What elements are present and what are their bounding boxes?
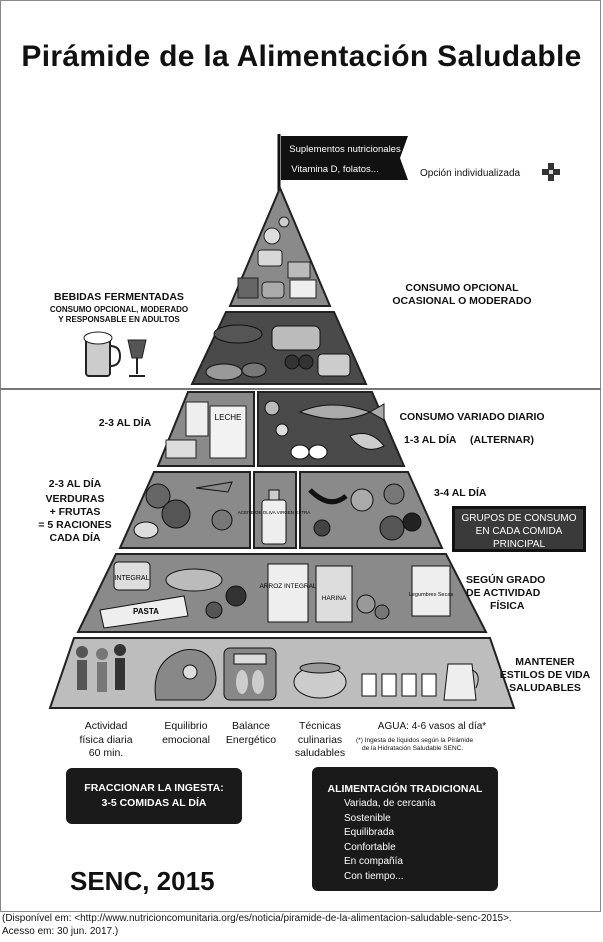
- veg-line5: CADA DÍA: [49, 532, 101, 544]
- tradition-item: Confortable: [344, 841, 396, 853]
- water-note2: de la Hidratación Saludable SENC.: [362, 745, 464, 752]
- flour-label: HARINA: [322, 595, 347, 602]
- caption-activity-l3: 60 min.: [88, 747, 124, 760]
- caption-activity-l1: Actividad: [84, 720, 128, 732]
- dairy-foods-icon: LECHE: [165, 401, 247, 459]
- processed-meats-icon: [205, 324, 351, 381]
- beer-wine-icon: [83, 331, 147, 377]
- tradition-list: Variada, de cercanía Sostenible Equilibr…: [344, 797, 436, 884]
- fruits-icon: [308, 483, 422, 541]
- fraction-line1: FRACCIONAR LA INGESTA:: [84, 782, 224, 794]
- optional-line2: OCASIONAL O MODERADO: [392, 295, 532, 307]
- tradition-item: Equilibrada: [344, 827, 395, 838]
- olive-oil-icon: ACEITE DE OLIVA VIRGEN EXTRA: [238, 489, 310, 545]
- oil-label: ACEITE DE OLIVA VIRGEN EXTRA: [238, 510, 310, 515]
- caption-energy-l2: Energético: [225, 733, 277, 746]
- vegetables-icon: [133, 481, 233, 539]
- activity-line2: DE ACTIVIDAD: [466, 587, 541, 599]
- cooking-pot-icon: [293, 662, 347, 699]
- bread-label: INTEGRAL: [114, 575, 149, 582]
- tradition-box: ALIMENTACIÓN TRADICIONAL Variada, de cer…: [312, 767, 498, 891]
- credit-senc: SENC, 2015: [70, 866, 215, 896]
- optional-line1: CONSUMO OPCIONAL: [405, 282, 519, 294]
- rice-label: ARROZ INTEGRAL: [259, 583, 316, 590]
- caption-emotional: Equilibrio emocional: [148, 720, 224, 747]
- lifestyle-line2: ESTILOS DE VIDA: [499, 669, 591, 681]
- lifestyle-line1: MANTENER: [515, 656, 575, 668]
- brain-gears-icon: [154, 649, 217, 701]
- pasta-label: PASTA: [133, 607, 159, 616]
- dairy-frequency: 2-3 AL DÍA: [98, 417, 152, 429]
- groups-line1: GRUPOS DE CONSUMO: [461, 513, 577, 524]
- caption-cooking-l2: culinarias: [297, 733, 343, 746]
- caption-cooking-l1: Técnicas: [298, 720, 341, 732]
- varied-consumption: CONSUMO VARIADO DIARIO: [399, 411, 545, 423]
- meal-groups-box: GRUPOS DE CONSUMO EN CADA COMIDA PRINCIP…: [452, 506, 586, 552]
- legumes-label: Legumbres Secas: [409, 592, 454, 598]
- source-citation: (Disponível em: <http://www.nutricioncom…: [2, 913, 602, 938]
- fermented-title: BEBIDAS FERMENTADAS: [54, 291, 184, 303]
- caption-energy-l1: Balance: [232, 720, 270, 732]
- water-note1: (*) Ingesta de líquidos según la Pirámid…: [356, 737, 474, 744]
- protein-alternate: (ALTERNAR): [470, 434, 534, 446]
- water-glasses-icon: [361, 663, 479, 701]
- caption-emotional-l2: emocional: [162, 733, 210, 746]
- protein-frequency: 1-3 AL DÍA: [404, 434, 457, 446]
- people-walking-icon: [76, 644, 126, 692]
- caption-activity: Actividad física diaria 60 min.: [66, 720, 146, 761]
- source-line1: (Disponível em: <http://www.nutricioncom…: [2, 913, 512, 924]
- flag-banner: [281, 136, 408, 180]
- source-line2: Acesso em: 30 jun. 2017.): [2, 925, 119, 937]
- groups-line2: EN CADA COMIDA: [475, 526, 563, 537]
- veg-line3: + FRUTAS: [49, 506, 101, 518]
- lifestyle-line3: SALUDABLES: [509, 682, 581, 694]
- water-label: AGUA: 4-6 vasos al día*: [377, 721, 487, 732]
- protein-foods-icon: [264, 400, 385, 460]
- fermented-sub1: CONSUMO OPCIONAL, MODERADO: [49, 305, 189, 314]
- activity-line1: SEGÚN GRADO: [466, 574, 546, 586]
- milk-label: LECHE: [215, 413, 242, 422]
- tradition-item: En compañía: [344, 856, 403, 867]
- flag-line2: Vitamina D, folatos...: [291, 164, 378, 175]
- section-divider: [0, 388, 601, 390]
- individual-option-label: Opción individualizada: [420, 168, 521, 179]
- flag-line1: Suplementos nutricionales: [289, 144, 401, 155]
- plus-icon: [542, 163, 560, 181]
- veg-frequency: 2-3 AL DÍA: [48, 478, 102, 490]
- fruit-frequency: 3-4 AL DÍA: [434, 487, 487, 499]
- fermented-sub2: Y RESPONSABLE EN ADULTOS: [58, 315, 180, 324]
- tradition-title: ALIMENTACIÓN TRADICIONAL: [327, 783, 483, 795]
- groups-line3: PRINCIPAL: [492, 539, 546, 550]
- caption-energy: Balance Energético: [214, 720, 288, 747]
- fraction-line2: 3-5 COMIDAS AL DÍA: [101, 797, 207, 809]
- caption-emotional-l1: Equilibrio: [164, 720, 208, 732]
- cereals-icon: INTEGRAL PASTA ARROZ INTEGRAL HARINA Leg…: [99, 561, 454, 629]
- tradition-item: Con tiempo...: [344, 870, 404, 882]
- caption-cooking-l3: saludables: [294, 747, 346, 760]
- caption-cooking: Técnicas culinarias saludables: [282, 720, 358, 761]
- caption-activity-l2: física diaria: [79, 733, 133, 746]
- fraction-box: FRACCIONAR LA INGESTA: 3-5 COMIDAS AL DÍ…: [66, 768, 242, 824]
- veg-line4: = 5 RACIONES: [38, 519, 112, 531]
- tier-fruits: [299, 471, 444, 549]
- veg-line2: VERDURAS: [45, 493, 105, 505]
- occasional-foods-icon: [237, 216, 317, 299]
- scale-icon: [223, 647, 277, 701]
- tradition-item: Sostenible: [344, 812, 391, 824]
- activity-line3: FÍSICA: [490, 600, 525, 612]
- page-title: Pirámide de la Alimentación Saludable: [21, 40, 582, 73]
- tradition-item: Variada, de cercanía: [344, 798, 436, 809]
